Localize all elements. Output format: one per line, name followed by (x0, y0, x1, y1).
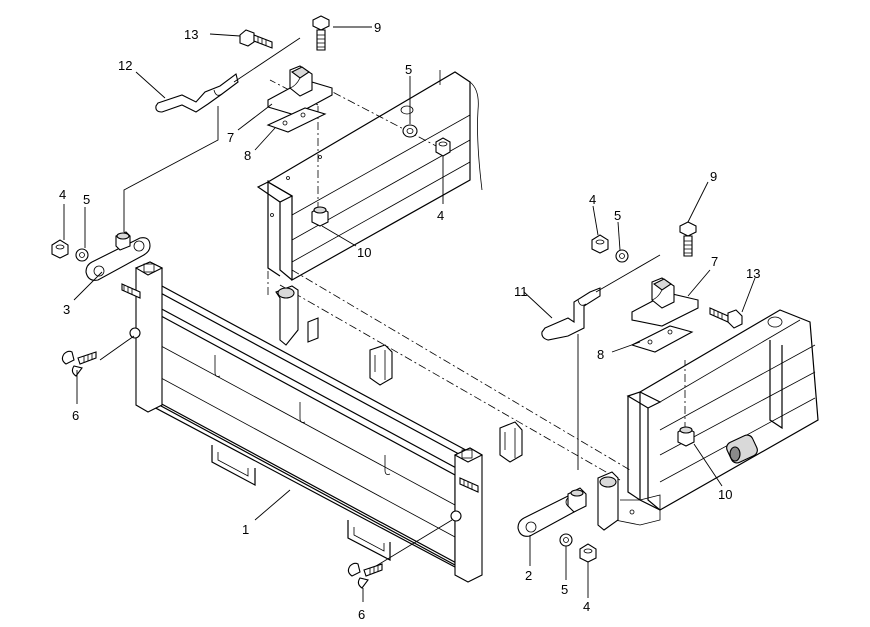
part-3-link-plate (85, 231, 151, 281)
latch-assembly-lower (630, 277, 699, 353)
callout-10-lower: 10 (718, 487, 732, 502)
bolt-9-upper (312, 15, 330, 51)
callout-12: 12 (118, 58, 132, 73)
callout-9-upper: 9 (374, 20, 381, 35)
callout-4-left: 4 (59, 187, 66, 202)
callout-5-left: 5 (83, 192, 90, 207)
assembly-centerlines (267, 74, 686, 481)
nut-4-upper (435, 137, 451, 157)
callout-5-right: 5 (614, 208, 621, 223)
callout-13-lower: 13 (746, 266, 760, 281)
washer-5-upper (402, 124, 418, 138)
bolt-9-lower (679, 221, 697, 257)
callout-6-right: 6 (358, 607, 365, 622)
wing-bolt-6-right (347, 562, 383, 589)
callout-8-upper: 8 (244, 148, 251, 163)
callout-5-upper: 5 (405, 62, 412, 77)
washer-5-lower (559, 533, 573, 547)
nut-10-lower (677, 426, 695, 447)
part-2-link-plate (517, 487, 587, 537)
callout-7-lower: 7 (711, 254, 718, 269)
washer-5-left (75, 248, 89, 262)
part-12-bracket (155, 73, 239, 113)
frame-hinge-brackets (275, 285, 619, 531)
wing-bolt-6-left (61, 350, 97, 377)
washer-5-right-upper (615, 249, 629, 263)
rear-frame-right (614, 309, 819, 526)
bolt-13-lower (709, 307, 743, 329)
callout-10-upper: 10 (357, 245, 371, 260)
callout-1: 1 (242, 522, 249, 537)
latch-assembly-upper (266, 65, 333, 133)
callout-leaders (63, 26, 756, 602)
part-11-bracket (541, 287, 601, 341)
callout-5-lower: 5 (561, 582, 568, 597)
callout-4-lower: 4 (583, 599, 590, 614)
nut-10-upper (311, 206, 329, 227)
callout-13-upper: 13 (184, 27, 198, 42)
callout-4-right: 4 (589, 192, 596, 207)
tailgate-frame (121, 261, 484, 583)
nut-4-left (51, 239, 69, 259)
callout-8-lower: 8 (597, 347, 604, 362)
nut-4-lower (579, 543, 597, 563)
callout-2: 2 (525, 568, 532, 583)
callout-labels: 13 9 12 5 7 8 4 10 4 5 3 6 1 6 2 5 4 9 4… (59, 20, 760, 622)
callout-6-left: 6 (72, 408, 79, 423)
callout-11: 11 (514, 284, 528, 299)
callout-7-upper: 7 (227, 130, 234, 145)
callout-9-lower: 9 (710, 169, 717, 184)
nut-4-right-upper (591, 234, 609, 254)
bolt-13-upper (239, 29, 273, 49)
callout-3: 3 (63, 302, 70, 317)
callout-4-upper: 4 (437, 208, 444, 223)
